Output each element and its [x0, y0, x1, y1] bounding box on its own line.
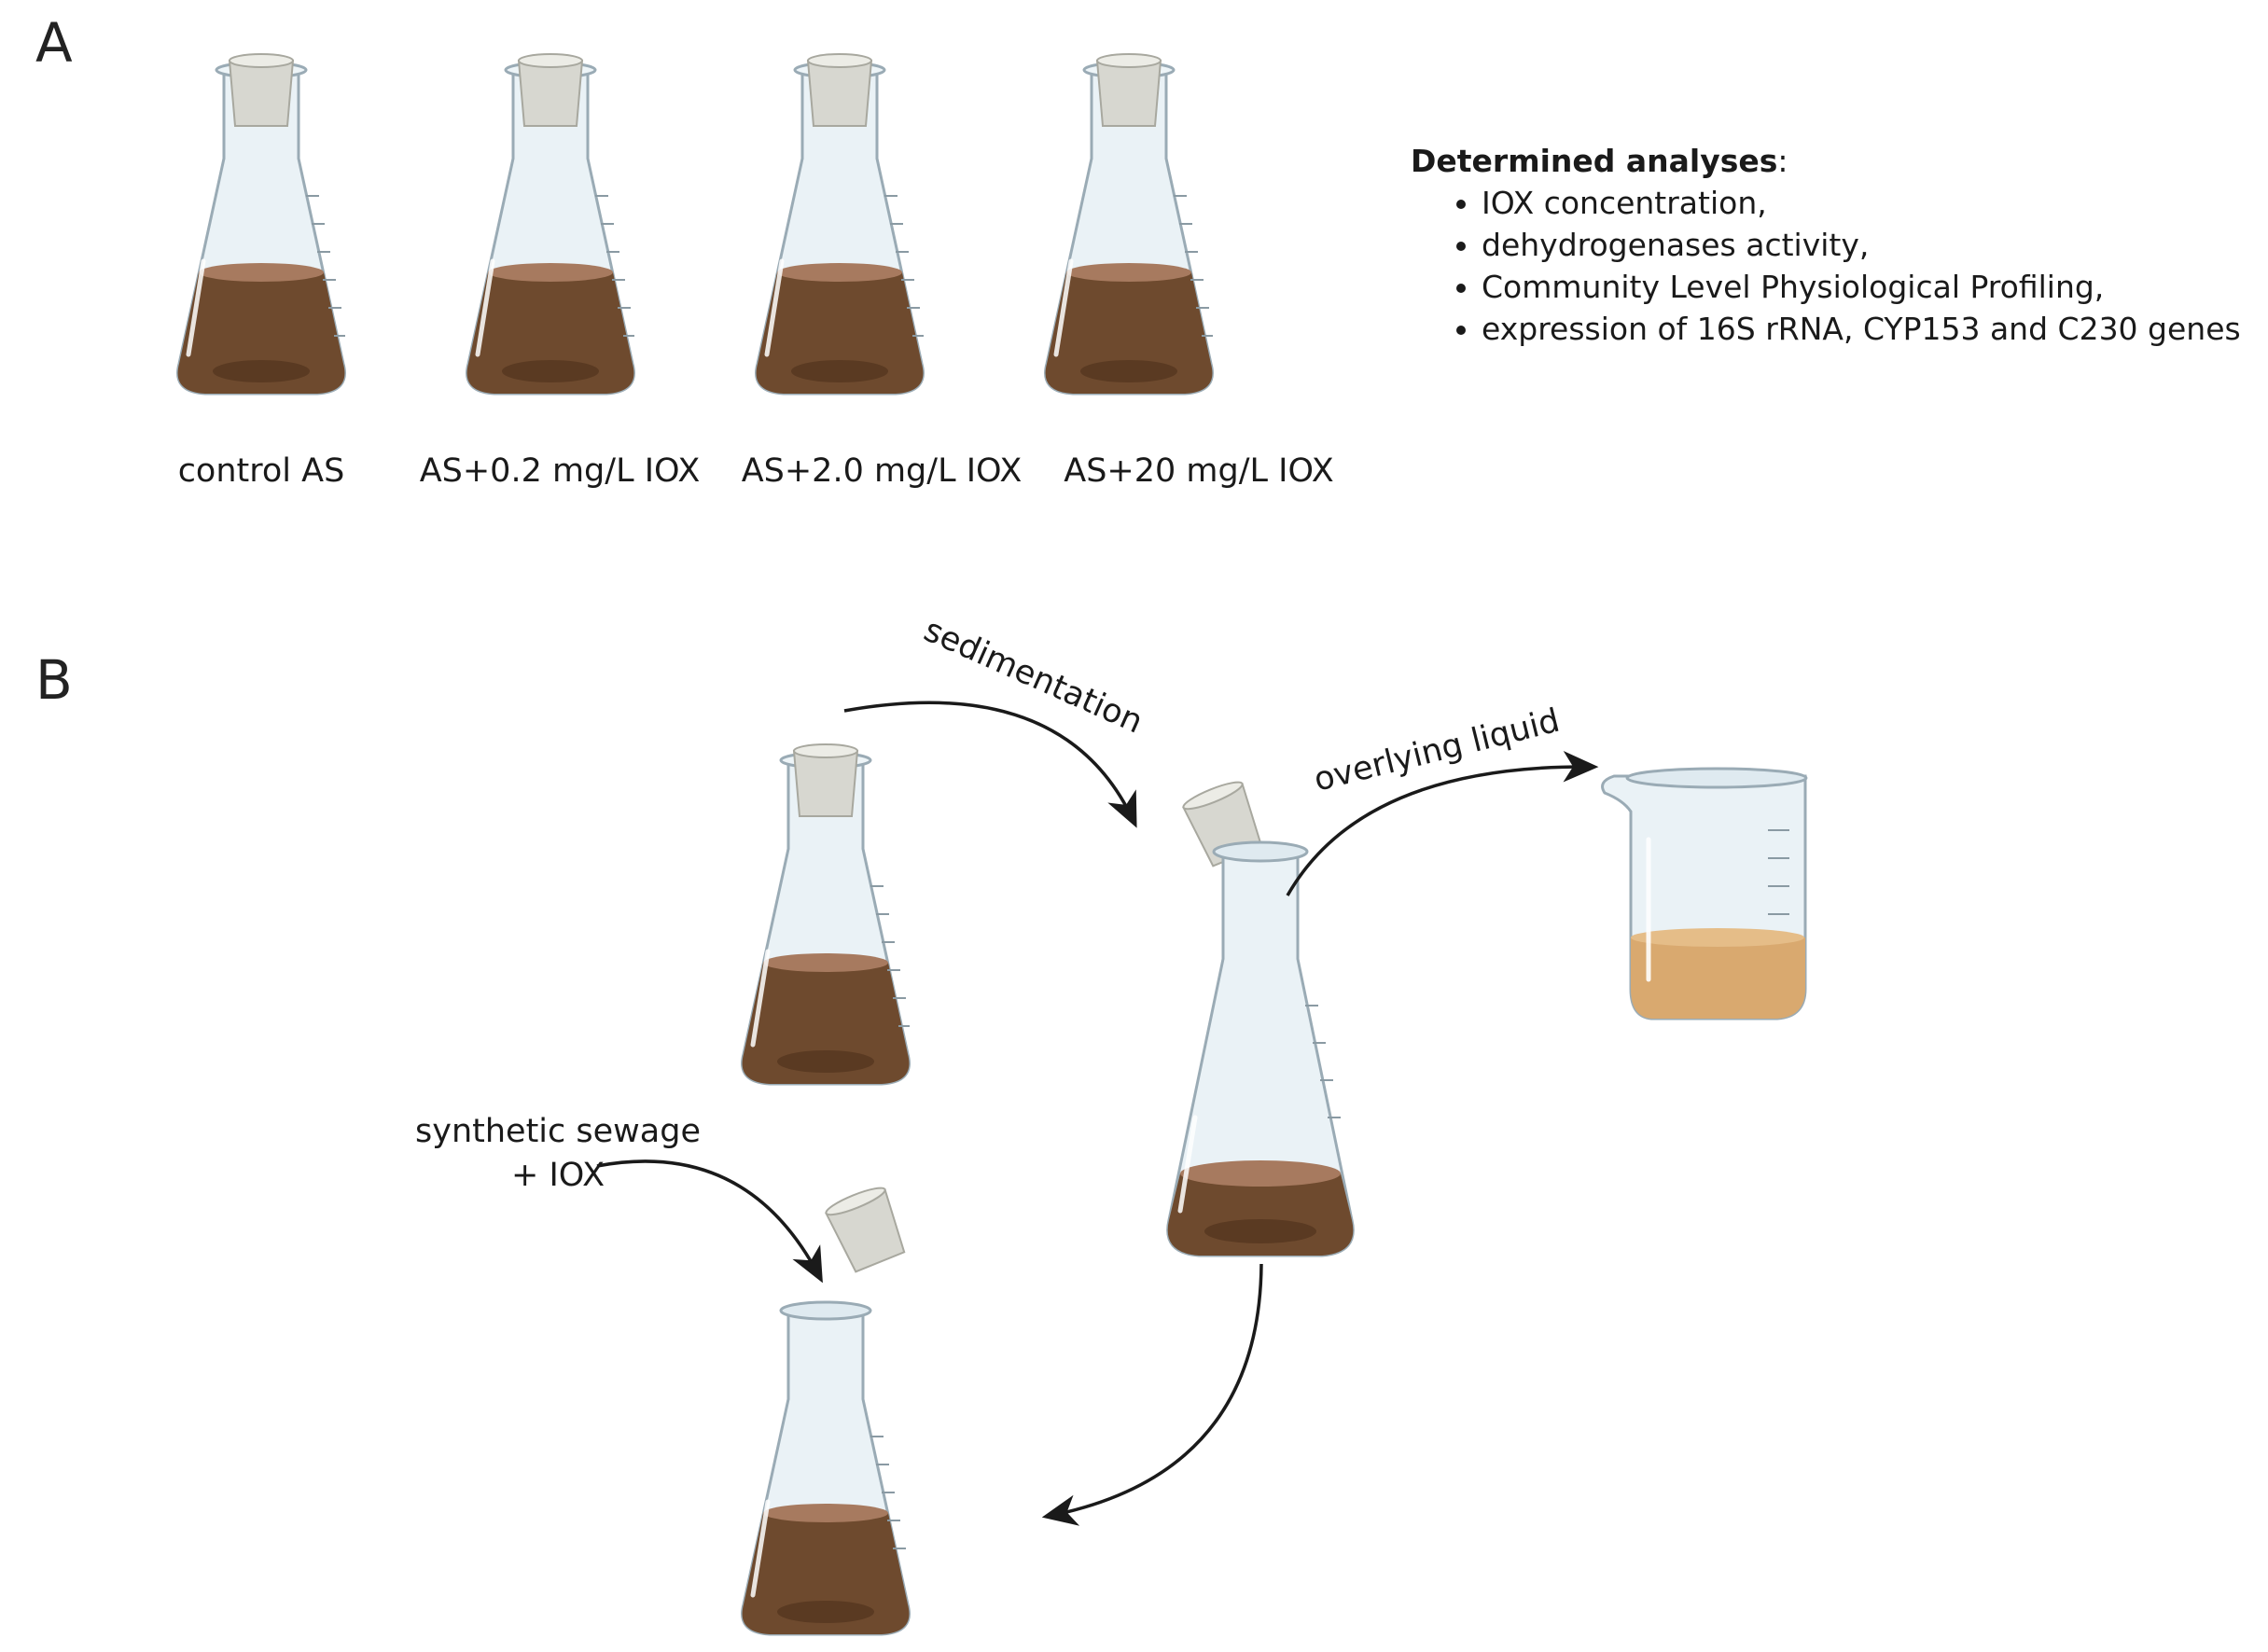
flask-label-0-2: AS+0.2 mg/L IOX: [419, 452, 701, 490]
panel-letter-b: B: [35, 648, 73, 712]
removed-stopper-bottom: [822, 1182, 911, 1275]
arrow-sedimentation: [843, 701, 1137, 828]
analysis-item: dehydrogenases activity,: [1482, 224, 2241, 266]
analyses-heading: Determined analyses: [1411, 143, 1778, 179]
arrow-return: [1041, 1263, 1263, 1526]
label-iox: + IOX: [511, 1157, 605, 1194]
flask-control: [178, 53, 345, 394]
analyses-box: Determined analyses: IOX concentration, …: [1411, 140, 2241, 350]
arrow-sewage: [596, 1159, 823, 1284]
flask-label-control: control AS: [177, 452, 345, 490]
flask-20: [1046, 53, 1213, 394]
flask-refilled: [743, 1302, 910, 1634]
flask-2-0: [757, 53, 924, 394]
label-synthetic-sewage: synthetic sewage: [415, 1113, 701, 1150]
beaker: [1601, 767, 1808, 1020]
arrow-overlying-liquid: [1286, 750, 1599, 896]
flask-start: [743, 743, 910, 1084]
analyses-colon: :: [1777, 143, 1788, 179]
analyses-list: IOX concentration, dehydrogenases activi…: [1411, 182, 2241, 350]
analysis-item: Community Level Physiological Profiling,: [1482, 266, 2241, 308]
flask-settled: [1168, 842, 1354, 1256]
analysis-item: expression of 16S rRNA, CYP153 and C230 …: [1482, 308, 2241, 350]
flask-0-2: [467, 53, 634, 394]
flask-label-20: AS+20 mg/L IOX: [1064, 452, 1334, 490]
flask-label-2-0: AS+2.0 mg/L IOX: [741, 452, 1023, 490]
analysis-item: IOX concentration,: [1482, 182, 2241, 224]
panel-letter-a: A: [35, 11, 73, 75]
